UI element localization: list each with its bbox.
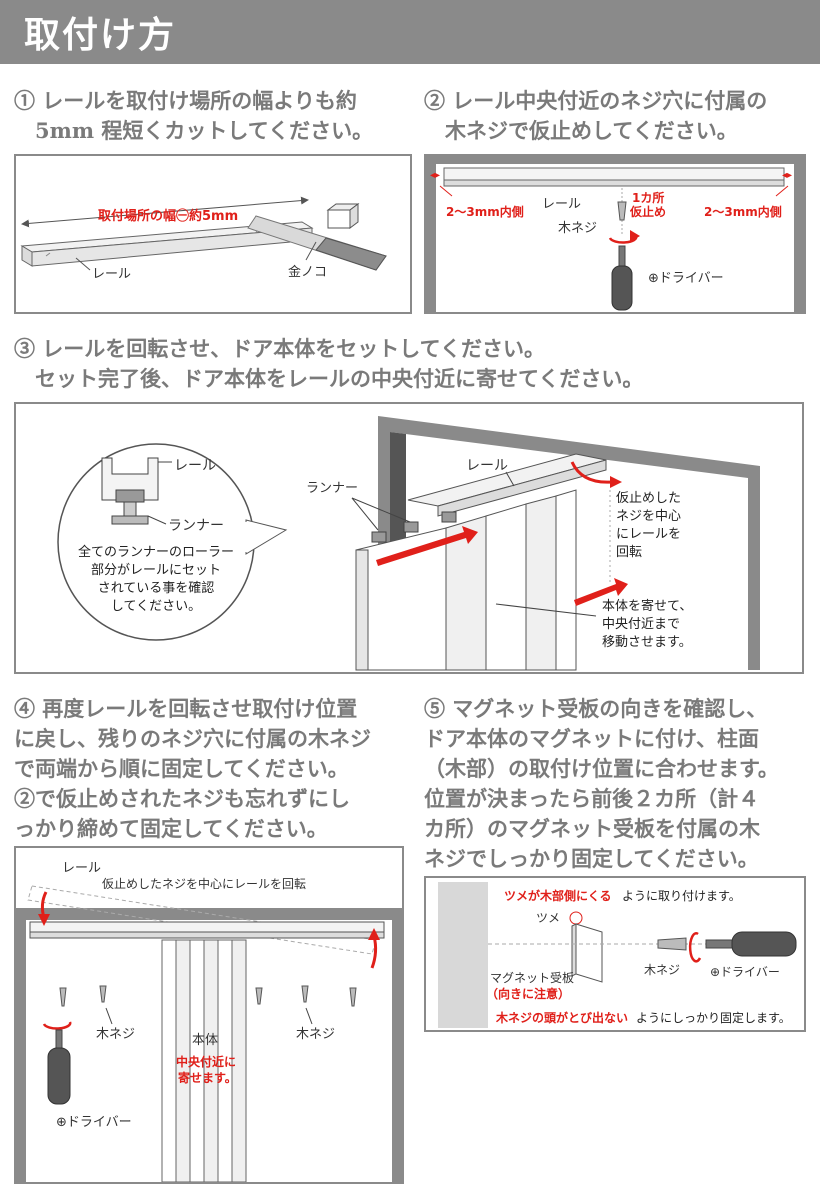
svg-text:◂▸: ◂▸ xyxy=(430,170,440,181)
claw-label: ツメ xyxy=(536,911,560,925)
wood-screw-icon xyxy=(617,201,627,221)
page-header: 取付け方 xyxy=(0,0,820,64)
driver-label: ⊕ドライバー xyxy=(56,1115,132,1130)
move-arrow-icon xyxy=(574,578,628,606)
magnet-plate-shape xyxy=(575,923,603,983)
screw-left-label: 木ネジ xyxy=(96,1027,135,1042)
screwdriver-icon xyxy=(618,245,626,269)
top-note-red: ツメが木部側にくる xyxy=(504,888,612,903)
caution-label: （向きに注意） xyxy=(486,986,570,1001)
screwdriver-icon xyxy=(705,939,735,949)
rotate-arrow-icon xyxy=(42,1021,72,1030)
wood-pillar-shape xyxy=(438,882,488,1028)
page-title: 取付け方 xyxy=(24,14,177,56)
move-note-line-1: 本体を寄せて、 xyxy=(602,598,692,614)
rail-shape xyxy=(443,167,785,181)
zoom-runner-label: ランナー xyxy=(168,518,224,534)
rotate-note-line-3: にレールを xyxy=(616,527,681,542)
runner-roller-shape xyxy=(115,489,145,503)
figure-tack-screw: ◂▸ ◂▸ 2～3mm内側 2～3mm内側 レール 1カ所 仮止め 木ネジ ⊕ド… xyxy=(424,154,806,314)
wood-screw-icon xyxy=(59,987,67,1007)
rotate-note-line-2: ネジを中心 xyxy=(616,509,681,524)
end-cap-shape xyxy=(327,209,351,229)
rail-shape xyxy=(29,921,385,933)
one-place-label: 1カ所 xyxy=(632,190,664,205)
figure-cut-rail: 取付場所の幅㊀約5mm レール 金ノコ xyxy=(14,154,412,314)
body-label: 本体 xyxy=(192,1033,218,1048)
screw-label: 木ネジ xyxy=(558,221,597,236)
bottom-note-red: 木ネジの頭がとび出ない xyxy=(495,1010,628,1025)
move-note-line-3: 移動させます。 xyxy=(602,635,692,650)
figure-set-door: レール ランナー 全てのランナーのローラー 部分がレールにセット されている事を… xyxy=(14,402,804,674)
rotate-arrow-icon xyxy=(688,932,702,963)
door-body-shape xyxy=(161,939,177,1183)
step-1-text: ① レールを取付け場所の幅よりも約 5mm 程短くカットしてください。 xyxy=(14,88,374,143)
runner-label: ランナー xyxy=(306,481,358,496)
rotate-label: 仮止めしたネジを中心にレールを回転 xyxy=(102,876,306,891)
screw-label: 木ネジ xyxy=(644,963,680,977)
figure-magnet-plate: ツメが木部側にくる ように取り付けます。 ツメ マグネット受板 （向きに注意） … xyxy=(424,876,806,1032)
zoom-note-line-3: されている事を確認 xyxy=(98,580,215,596)
svg-text:◂▸: ◂▸ xyxy=(782,170,792,181)
center-label-1: 中央付近に xyxy=(176,1054,236,1069)
rotate-note-line-1: 仮止めした xyxy=(616,491,681,506)
top-note-rest: ように取り付けます。 xyxy=(622,889,741,903)
zoom-note-line-1: 全てのランナーのローラー xyxy=(78,544,234,560)
step-2-text: ② レール中央付近のネジ穴に付属の 木ネジで仮止めしてください。 xyxy=(424,88,768,143)
door-panel-shape xyxy=(355,527,447,671)
step-5-text: ⑤ マグネット受板の向きを確認し、 ドア本体のマグネットに付け、柱面 （木部）の… xyxy=(424,696,779,871)
screw-right-label: 木ネジ xyxy=(296,1027,335,1042)
rotate-note-line-4: 回転 xyxy=(616,545,642,560)
saw-label: 金ノコ xyxy=(288,264,327,280)
plate-label: マグネット受板 xyxy=(490,971,574,985)
width-dimension-line xyxy=(21,196,309,228)
step-4-text: ④ 再度レールを回転させ取付け位置 に戻し、残りのネジ穴に付属の木ネジ で両端か… xyxy=(14,696,371,841)
screwdriver-icon xyxy=(55,1029,63,1049)
gap-right-label: 2～3mm内側 xyxy=(704,204,782,219)
driver-label: ⊕ドライバー xyxy=(648,271,724,286)
zoom-note-line-4: してください。 xyxy=(111,599,201,614)
driver-label: ⊕ドライバー xyxy=(710,965,780,979)
center-label-2: 寄せます。 xyxy=(178,1070,237,1085)
bottom-note-rest: ようにしっかり固定します。 xyxy=(636,1010,791,1025)
tack-label: 仮止め xyxy=(629,204,666,219)
figure-fix-rail: レール 仮止めしたネジを中心にレールを回転 木ネジ 木ネジ 本体 中央付近に 寄… xyxy=(14,846,404,1184)
push-arrow-icon xyxy=(376,526,478,566)
wood-screw-icon xyxy=(657,937,687,951)
gap-left-label: 2～3mm内側 xyxy=(446,204,524,219)
zoom-rail-label: レール xyxy=(174,458,216,474)
rail-label: レール xyxy=(466,458,508,474)
rail-label: レール xyxy=(62,861,101,876)
rail-label: レール xyxy=(92,267,131,282)
width-label: 取付場所の幅㊀約5mm xyxy=(98,208,238,224)
rail-label: レール xyxy=(542,197,581,212)
rotate-arrow-icon xyxy=(570,461,613,484)
move-note-line-2: 中央付近まで xyxy=(602,617,680,632)
zoom-note-line-2: 部分がレールにセット xyxy=(91,563,221,578)
claw-marker xyxy=(569,911,583,925)
runner-icon xyxy=(371,531,387,543)
step-3-text: ③ レールを回転させ、ドア本体をセットしてください。 セット完了後、ドア本体をレ… xyxy=(14,336,644,391)
